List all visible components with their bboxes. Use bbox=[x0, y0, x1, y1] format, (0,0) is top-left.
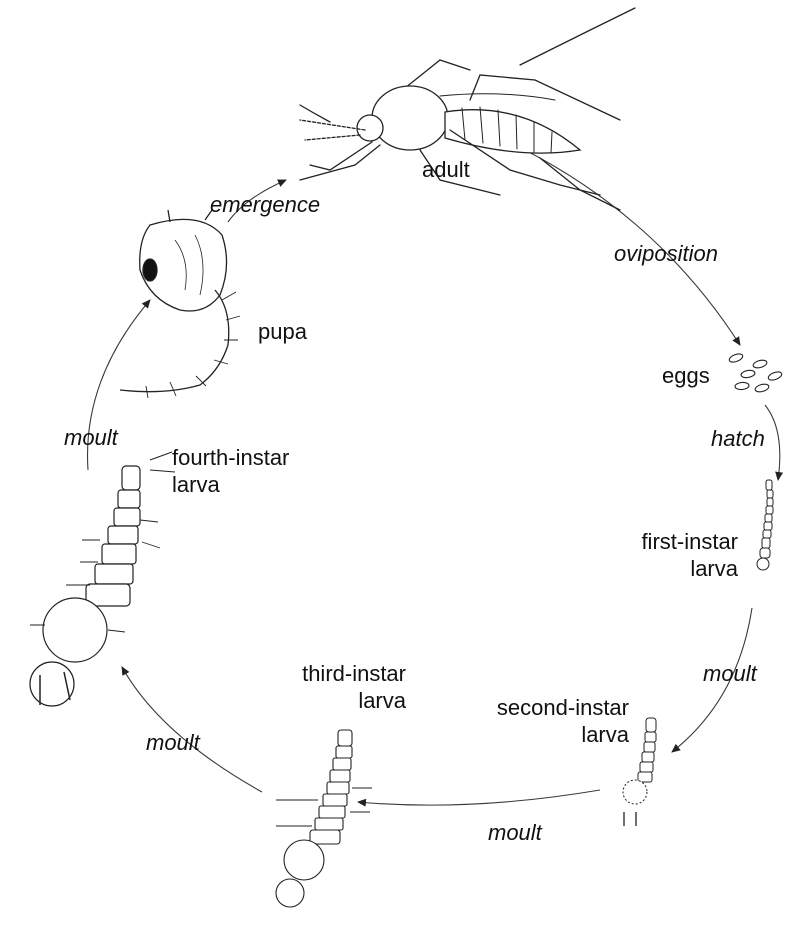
eggs-illustration bbox=[728, 352, 783, 393]
moult-label-first-to-second: moult bbox=[703, 660, 757, 687]
first-instar-label: first-instar larva bbox=[616, 528, 738, 582]
hatch-label: hatch bbox=[711, 425, 765, 452]
arrow-second-to-third-instar bbox=[358, 790, 600, 805]
third-instar-label: third-instar larva bbox=[280, 660, 406, 714]
fourth-instar-label: fourth-instar larva bbox=[172, 444, 289, 498]
arrow-eggs-to-first-instar bbox=[765, 405, 780, 480]
second-instar-label-line-1: second-instar bbox=[465, 694, 629, 721]
third-instar-larva-illustration bbox=[276, 730, 372, 907]
third-instar-label-line-2: larva bbox=[280, 687, 406, 714]
pupa-label: pupa bbox=[258, 318, 307, 345]
moult-label-third-to-fourth: moult bbox=[146, 729, 200, 756]
pupa-illustration bbox=[120, 210, 240, 398]
fourth-instar-label-line-1: fourth-instar bbox=[172, 444, 289, 471]
fourth-instar-larva-illustration bbox=[30, 452, 175, 706]
emergence-label: emergence bbox=[210, 191, 320, 218]
first-instar-larva-illustration bbox=[757, 480, 773, 570]
adult-label: adult bbox=[422, 156, 470, 183]
oviposition-label: oviposition bbox=[614, 240, 718, 267]
third-instar-label-line-1: third-instar bbox=[280, 660, 406, 687]
eggs-label: eggs bbox=[662, 362, 710, 389]
fourth-instar-label-line-2: larva bbox=[172, 471, 289, 498]
first-instar-label-line-1: first-instar bbox=[616, 528, 738, 555]
moult-label-fourth-to-pupa: moult bbox=[64, 424, 118, 451]
second-instar-label-line-2: larva bbox=[465, 721, 629, 748]
first-instar-label-line-2: larva bbox=[616, 555, 738, 582]
moult-label-second-to-third: moult bbox=[488, 819, 542, 846]
second-instar-label: second-instar larva bbox=[465, 694, 629, 748]
